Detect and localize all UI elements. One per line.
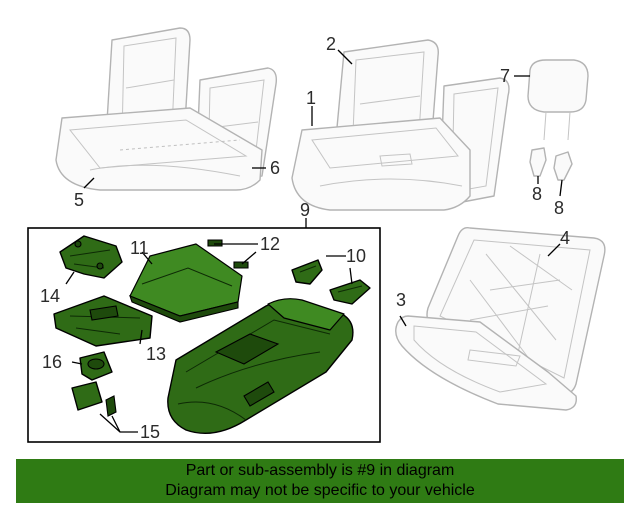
callout-13: 13 <box>146 344 166 364</box>
callout-16: 16 <box>42 352 62 372</box>
callout-11: 11 <box>130 238 149 258</box>
leader-lines <box>65 49 563 433</box>
callout-3: 3 <box>396 290 406 310</box>
part-11-armrest-cover[interactable] <box>129 243 243 323</box>
callout-labels: 1 2 3 4 5 6 7 8 8 9 10 11 12 13 14 15 16 <box>40 34 570 442</box>
headrest-guides-ghost <box>529 147 573 181</box>
part-15-clips[interactable] <box>71 381 117 417</box>
parts-diagram: 1 2 3 4 5 6 7 8 8 9 10 11 12 13 14 15 16 <box>27 27 606 443</box>
banner-line-1: Part or sub-assembly is #9 in diagram <box>185 462 455 479</box>
callout-9: 9 <box>300 200 310 220</box>
armrest-assembly-body[interactable] <box>167 298 354 435</box>
callout-14: 14 <box>40 286 60 306</box>
callout-12: 12 <box>260 234 280 254</box>
rear-seat-assembly-right-ghost <box>291 39 510 211</box>
part-13-lower-tray[interactable] <box>53 295 153 347</box>
seat-cushion-frame-ghost <box>395 315 577 411</box>
callout-15: 15 <box>140 422 160 442</box>
callout-7: 7 <box>500 66 510 86</box>
part-12-pins[interactable] <box>207 239 249 269</box>
rear-seat-assembly-left-ghost <box>55 27 278 191</box>
callout-1: 1 <box>306 88 316 108</box>
info-banner: Part or sub-assembly is #9 in diagram Di… <box>16 459 624 503</box>
part-10-hinge-brackets[interactable] <box>291 259 371 305</box>
callout-8b: 8 <box>554 198 564 218</box>
banner-line-2: Diagram may not be specific to your vehi… <box>165 482 475 499</box>
subassembly-box <box>27 227 381 443</box>
callout-8a: 8 <box>532 184 542 204</box>
seat-back-frame-ghost <box>426 226 606 395</box>
callout-6: 6 <box>270 158 280 178</box>
part-16-cup-holder[interactable] <box>79 351 113 381</box>
headrest-ghost <box>527 59 589 141</box>
callout-5: 5 <box>74 190 84 210</box>
callout-10: 10 <box>346 246 366 266</box>
part-14-bracket[interactable] <box>59 235 123 279</box>
callout-2: 2 <box>326 34 336 54</box>
callout-4: 4 <box>560 228 570 248</box>
